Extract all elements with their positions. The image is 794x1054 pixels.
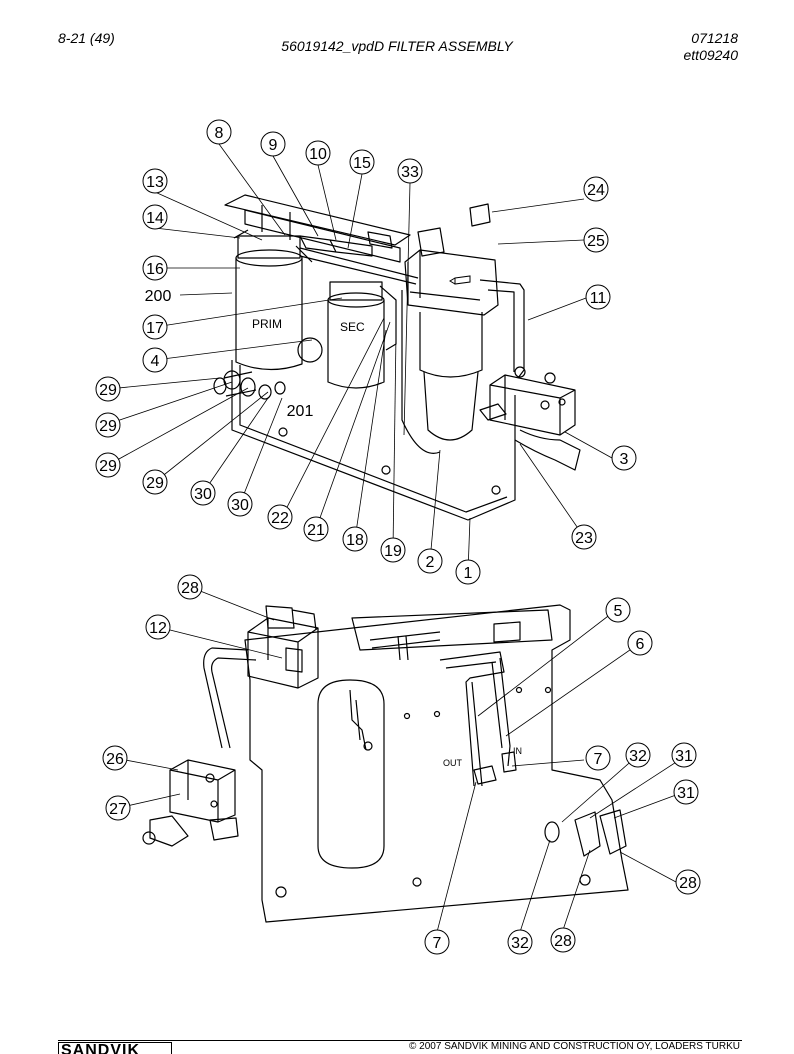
callout-31-a: 31 <box>675 748 693 765</box>
callout-29-d: 29 <box>146 475 164 492</box>
callout-32-a: 32 <box>629 748 647 765</box>
callout-15: 15 <box>353 155 371 172</box>
callout-33: 33 <box>401 164 419 181</box>
callout-7-b: 7 <box>433 935 442 952</box>
callout-1: 1 <box>464 565 473 582</box>
lower-valve-block <box>169 759 236 823</box>
callout-28-c: 28 <box>554 933 572 950</box>
fitting-32 <box>544 821 560 843</box>
mounting-plate-bottom <box>244 604 629 923</box>
label-in: IN <box>513 746 522 756</box>
footer-rule <box>58 1040 742 1041</box>
callout-200: 200 <box>145 288 172 305</box>
separator-bowl <box>419 312 483 378</box>
callout-23: 23 <box>575 530 593 547</box>
callout-13: 13 <box>146 174 164 191</box>
copyright-notice: © 2007 SANDVIK MINING AND CONSTRUCTION O… <box>409 1041 740 1052</box>
callout-28-b: 28 <box>679 875 697 892</box>
callout-31-b: 31 <box>677 785 695 802</box>
primary-filter <box>235 258 303 371</box>
drawing-id: ett09240 <box>683 47 739 63</box>
callout-24: 24 <box>587 182 605 199</box>
pipe-top <box>299 247 419 285</box>
callout-4: 4 <box>151 353 160 370</box>
oval-cutout <box>317 679 385 869</box>
callout-6: 6 <box>636 636 645 653</box>
document-title: 56019142_vpdD FILTER ASSEMBLY <box>281 38 513 54</box>
callout-8: 8 <box>215 125 224 142</box>
top-bracket <box>224 194 411 246</box>
callout-17: 17 <box>146 320 164 337</box>
label-sec: SEC <box>340 320 365 334</box>
separator-head <box>404 249 499 316</box>
secondary-filter <box>327 300 385 389</box>
callout-5: 5 <box>614 603 623 620</box>
callout-32-b: 32 <box>511 935 529 952</box>
label-out: OUT <box>443 758 463 768</box>
callout-26: 26 <box>106 751 124 768</box>
elbow-fittings <box>574 809 627 857</box>
callout-16: 16 <box>146 261 164 278</box>
callout-29-c: 29 <box>99 458 117 475</box>
mounting-plate-top <box>231 360 516 521</box>
page-number: 8-21 (49) <box>58 30 115 46</box>
callout-9: 9 <box>269 137 278 154</box>
callout-27: 27 <box>109 801 127 818</box>
callout-28-a: 28 <box>181 580 199 597</box>
callout-30-a: 30 <box>194 486 212 503</box>
callout-11: 11 <box>590 290 607 307</box>
drawing-date: 071218 <box>691 30 738 46</box>
callout-3: 3 <box>620 451 629 468</box>
callout-10: 10 <box>309 146 327 163</box>
callout-2: 2 <box>426 554 435 571</box>
callout-25: 25 <box>587 233 605 250</box>
callout-12: 12 <box>149 620 167 637</box>
sandvik-logo: SANDVIK <box>58 1042 172 1054</box>
callout-22: 22 <box>271 510 289 527</box>
fittings-left <box>213 370 286 400</box>
callout-18: 18 <box>346 532 364 549</box>
callout-30-b: 30 <box>231 497 249 514</box>
callout-21: 21 <box>307 522 325 539</box>
flow-arrow-icon <box>449 275 471 285</box>
callout-201: 201 <box>287 403 314 420</box>
callout-29-b: 29 <box>99 418 117 435</box>
callout-14: 14 <box>146 210 164 227</box>
callout-19: 19 <box>384 543 402 560</box>
callout-7-a: 7 <box>594 751 603 768</box>
callout-29-a: 29 <box>99 382 117 399</box>
label-prim: PRIM <box>252 317 282 331</box>
